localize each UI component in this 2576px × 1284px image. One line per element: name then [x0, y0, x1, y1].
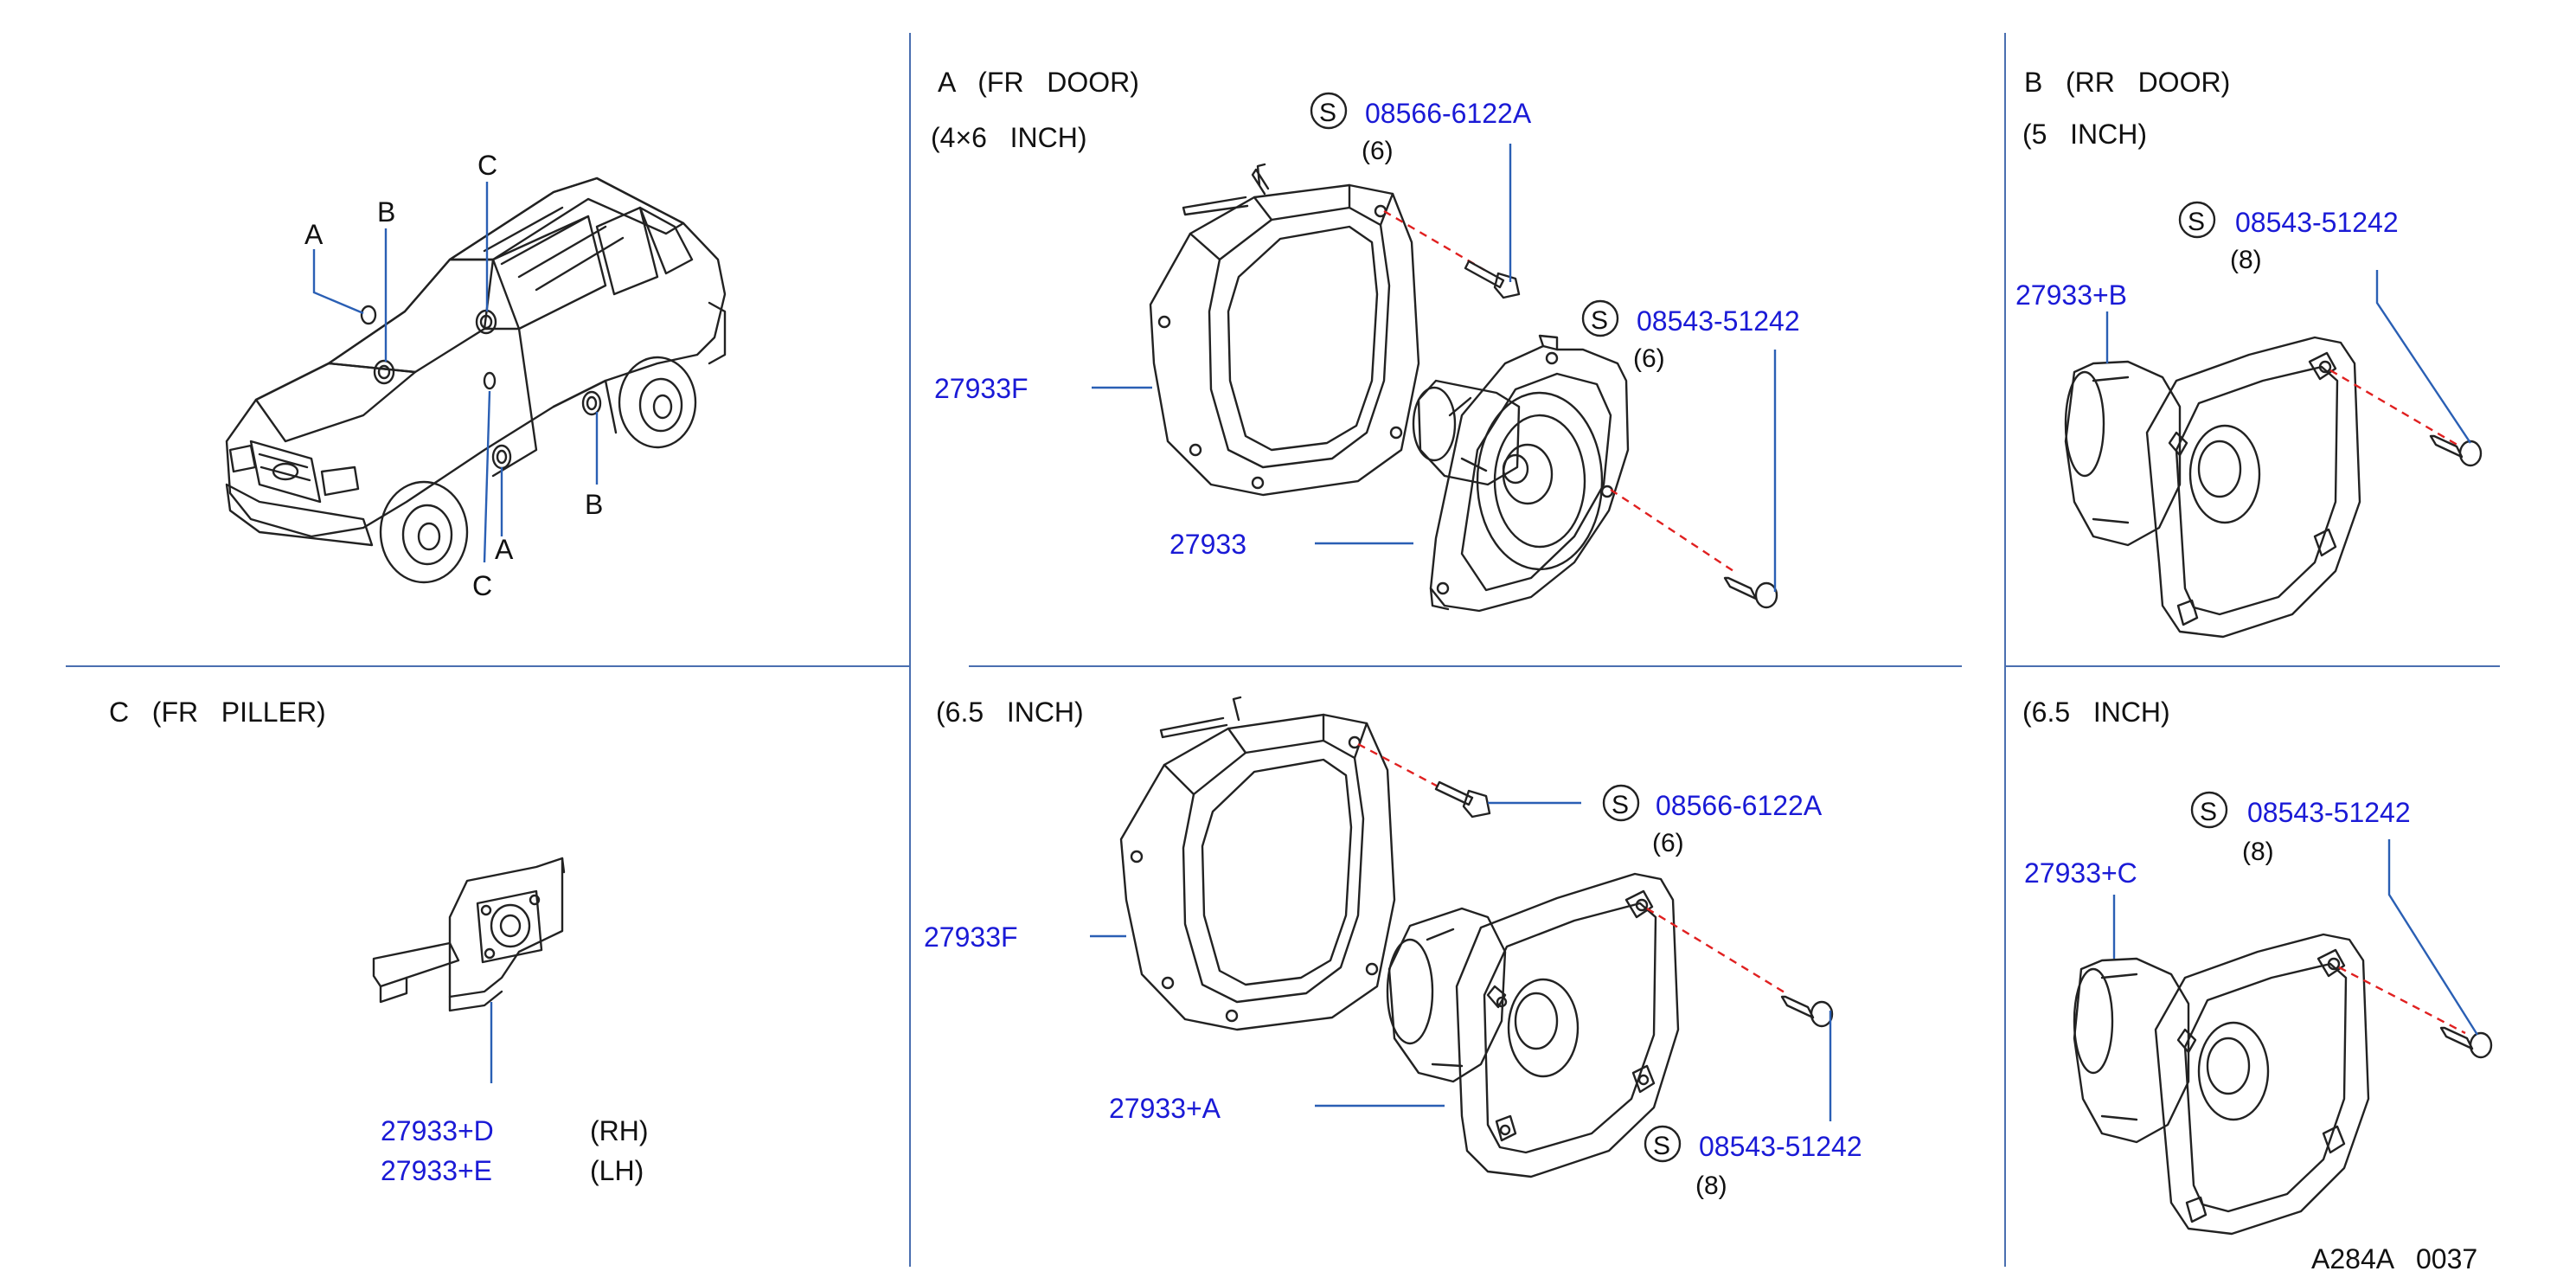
part-number-08566-6122a: 08566-6122A	[1365, 98, 1532, 129]
bolt-6-5-s-symbol: S	[1612, 791, 1629, 819]
screw-5-guide	[2329, 369, 2461, 448]
vehicle-overview: A B C A B C	[225, 150, 727, 601]
part-number-27933f-upper: 27933F	[934, 373, 1028, 404]
size-label-6-5-fr: (6.5 INCH)	[936, 697, 1084, 728]
bolt-4x6-qty: (6)	[1362, 137, 1394, 165]
size-label-5: (5 INCH)	[2022, 119, 2147, 150]
side-label-lh: (LH)	[590, 1155, 644, 1186]
bolt-4x6-guide	[1383, 209, 1485, 272]
vehicle-illustration	[225, 177, 727, 584]
vehicle-callout-b-top: C	[477, 150, 497, 181]
part-number-27933: 27933	[1169, 529, 1246, 560]
screw-5-icon	[2429, 434, 2483, 467]
part-number-27933f-lower: 27933F	[924, 921, 1018, 953]
side-label-rh: (RH)	[590, 1115, 649, 1146]
section-title-fr-piller: C (FR PILLER)	[109, 697, 326, 728]
part-number-08543-51242-fr-lower: 08543-51242	[1699, 1131, 1862, 1162]
standard-part-symbol	[2190, 791, 2228, 829]
size-label-4x6: (4×6 INCH)	[931, 122, 1086, 153]
part-number-08543-51242-rr-lower: 08543-51242	[2247, 797, 2411, 828]
screw-5-leader	[2375, 270, 2471, 444]
part-number-08566-6122a-lower: 08566-6122A	[1656, 790, 1823, 821]
standard-part-symbol	[1581, 299, 1619, 337]
screw-6-5-fr-s-symbol: S	[1653, 1132, 1670, 1160]
standard-part-symbol	[1644, 1125, 1682, 1163]
diagram-code: A284A 0037	[2311, 1243, 2477, 1274]
screw-6-5-fr-icon	[1780, 995, 1834, 1028]
bolt-6-5-qty: (6)	[1652, 829, 1684, 857]
pillar-tweeter-illustration	[372, 857, 566, 1012]
screw-4x6-icon	[1723, 576, 1778, 609]
screw-6-5-rr-qty: (8)	[2242, 838, 2274, 866]
screw-6-5-fr-qty: (8)	[1695, 1172, 1727, 1200]
part-number-27933-e: 27933+E	[381, 1155, 492, 1186]
section-rr-door-upper: B (RR DOOR) (5 INCH) S 08543-51242 (8	[2015, 67, 2483, 639]
section-fr-door-lower: (6.5 INCH) S 08566-6122A (6)	[924, 696, 1862, 1200]
bolt-4x6-icon	[1464, 260, 1521, 299]
bracket-4x6-illustration	[1149, 163, 1420, 497]
vehicle-callout-b-bottom: B	[585, 489, 603, 520]
standard-part-symbol	[2178, 201, 2216, 239]
section-fr-piller: C (FR PILLER) 27933+D (RH) 27933+E (LH)	[109, 697, 649, 1186]
section-dividers	[66, 33, 2500, 1267]
screw-4x6-qty: (6)	[1633, 344, 1665, 373]
screw-5-s-symbol: S	[2188, 208, 2205, 236]
section-rr-door-lower: (6.5 INCH) S 08543-51242 (8) 27933+	[2022, 697, 2493, 1236]
section-fr-door-upper: A (FR DOOR) (4×6 INCH) S	[931, 67, 1800, 613]
part-number-08543-51242-rr-upper: 08543-51242	[2235, 207, 2399, 238]
speaker-6-5-rr-illustration	[2073, 933, 2370, 1236]
section-title-rr-door: B (RR DOOR)	[2024, 67, 2230, 98]
part-number-27933-d: 27933+D	[381, 1115, 494, 1146]
bolt-4x6-s-symbol: S	[1319, 99, 1336, 127]
screw-6-5-rr-guide	[2338, 966, 2466, 1035]
part-number-27933-a: 27933+A	[1109, 1093, 1221, 1124]
vehicle-callout-a-bottom: A	[495, 534, 514, 565]
standard-part-symbol	[1602, 784, 1640, 822]
screw-4x6-s-symbol: S	[1591, 306, 1608, 335]
screw-6-5-fr-guide	[1646, 907, 1790, 997]
speaker-5-illustration	[2064, 336, 2361, 639]
size-label-6-5-rr: (6.5 INCH)	[2022, 697, 2170, 728]
vehicle-leaders	[312, 182, 599, 563]
part-number-27933-b: 27933+B	[2015, 279, 2127, 311]
screw-5-qty: (8)	[2230, 246, 2262, 274]
screw-6-5-rr-leader	[2387, 839, 2479, 1036]
screw-4x6-guide	[1610, 488, 1734, 573]
part-number-08543-51242-fr-upper: 08543-51242	[1637, 305, 1800, 337]
screw-6-5-rr-icon	[2439, 1026, 2493, 1059]
vehicle-callout-c-bottom: C	[472, 570, 492, 601]
bolt-6-5-icon	[1434, 780, 1491, 819]
vehicle-callout-a-top: B	[377, 196, 395, 228]
bracket-6-5-illustration	[1119, 696, 1396, 1031]
vehicle-callout-c-top: A	[304, 219, 324, 250]
standard-part-symbol	[1310, 92, 1348, 130]
speaker-6-5-fr-illustration	[1386, 872, 1680, 1178]
part-number-27933-c: 27933+C	[2024, 857, 2137, 889]
screw-6-5-rr-s-symbol: S	[2200, 798, 2217, 826]
bolt-6-5-guide	[1357, 742, 1444, 791]
speaker-4x6-illustration	[1412, 334, 1630, 613]
section-title-fr-door: A (FR DOOR)	[938, 67, 1139, 98]
